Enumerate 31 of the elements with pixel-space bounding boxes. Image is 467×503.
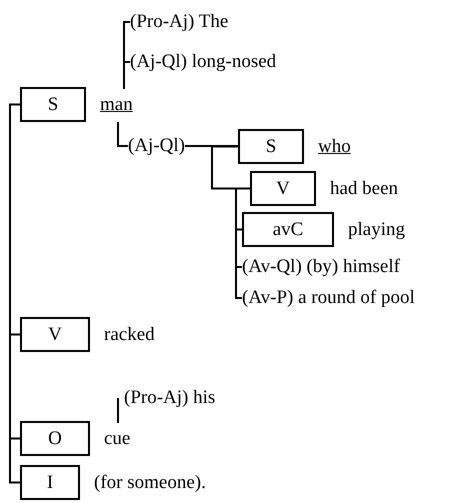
bracket-line <box>117 122 128 147</box>
phrase-text: (Av-P) a round of pool <box>242 286 415 310</box>
phrase-text: (Av-Ql) (by) himself <box>242 255 400 279</box>
bracket-line <box>235 188 250 230</box>
function-box: I <box>20 465 80 500</box>
bracket-line <box>235 266 242 299</box>
function-box: avC <box>242 212 334 247</box>
bracket-line <box>123 21 130 63</box>
function-box: S <box>238 129 304 164</box>
word-text: who <box>318 134 351 158</box>
word-text: (for someone). <box>94 470 206 494</box>
bracket-line <box>9 438 20 484</box>
bracket-line <box>9 104 20 336</box>
bracket-line <box>235 228 242 268</box>
bracket-line <box>9 334 20 440</box>
word-text: playing <box>348 218 405 242</box>
phrase-text: (Aj-Ql) <box>128 134 185 158</box>
phrase-text: (Pro-Aj) his <box>124 386 216 410</box>
word-text: racked <box>104 322 155 346</box>
phrase-text: (Pro-Aj) The <box>130 10 228 34</box>
function-box: S <box>20 87 86 122</box>
function-box: V <box>20 317 90 352</box>
word-text: cue <box>104 426 130 450</box>
function-box: O <box>20 421 90 456</box>
function-box: V <box>250 171 316 206</box>
bracket-line <box>117 398 119 423</box>
phrase-text: (Aj-Ql) long-nosed <box>130 50 276 74</box>
word-text: had been <box>330 176 398 200</box>
bracket-line <box>123 62 125 89</box>
bracket-line <box>184 145 238 147</box>
word-text: man <box>100 92 133 116</box>
